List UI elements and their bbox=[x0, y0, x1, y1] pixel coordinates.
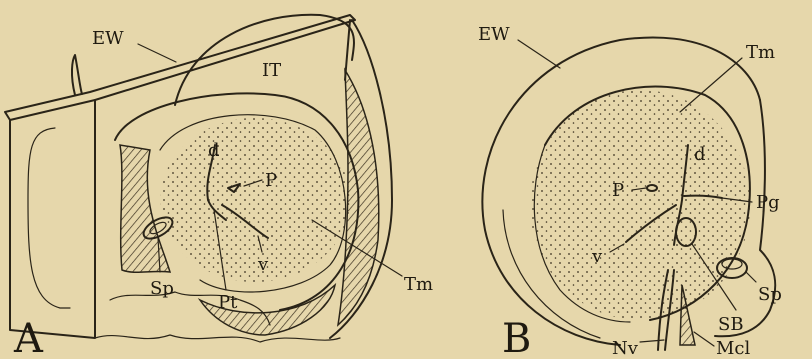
panel-b-label-d: d bbox=[694, 144, 706, 165]
panel-b-tm-leader bbox=[680, 58, 742, 112]
panel-b-label-pg: Pg bbox=[756, 192, 780, 213]
panel-b-nv-leader bbox=[640, 340, 664, 342]
panel-b-letter: B bbox=[502, 316, 531, 359]
panel-a-top-plate bbox=[5, 15, 355, 120]
panel-b-label-tm: Tm bbox=[746, 42, 775, 63]
panel-b-ew-leader bbox=[518, 40, 560, 68]
panel-a-ew-leader bbox=[138, 44, 176, 62]
panel-a-label-p: P bbox=[265, 170, 277, 191]
panel-b-mcl-leader bbox=[694, 332, 714, 346]
panel-a-label-tm: Tm bbox=[404, 274, 433, 295]
panel-a-letter: A bbox=[13, 316, 44, 359]
panel-a: EW IT d P v Tm Sp Pt A bbox=[5, 15, 433, 359]
panel-b: EW Tm d P Pg v Sp SB Nv Mcl B bbox=[478, 24, 782, 359]
panel-b-label-sp: Sp bbox=[758, 284, 782, 305]
panel-a-tympanic-membrane bbox=[160, 118, 350, 282]
panel-a-label-it: IT bbox=[262, 60, 281, 81]
panel-b-label-sb: SB bbox=[718, 314, 744, 335]
panel-b-sp-leader bbox=[746, 272, 756, 282]
panel-a-label-pt: Pt bbox=[218, 292, 238, 313]
panel-b-label-mcl: Mcl bbox=[716, 338, 751, 359]
panel-a-label-sp: Sp bbox=[150, 278, 174, 299]
panel-a-left-plate bbox=[10, 100, 95, 338]
panel-b-label-nv: Nv bbox=[612, 338, 639, 359]
panel-a-label-v: v bbox=[257, 254, 269, 275]
panel-b-label-p: P bbox=[612, 180, 624, 201]
panel-b-tympanic-membrane bbox=[530, 90, 750, 320]
panel-b-label-ew: EW bbox=[478, 24, 510, 45]
panel-a-left-inner-frame bbox=[28, 128, 70, 308]
panel-b-label-v: v bbox=[591, 246, 603, 267]
panel-a-block-bottom-edge bbox=[95, 335, 340, 342]
panel-a-block-right-edge bbox=[345, 20, 350, 80]
panel-a-label-d: d bbox=[208, 140, 220, 161]
panel-a-spike bbox=[72, 55, 82, 95]
panel-a-label-ew: EW bbox=[92, 28, 124, 49]
